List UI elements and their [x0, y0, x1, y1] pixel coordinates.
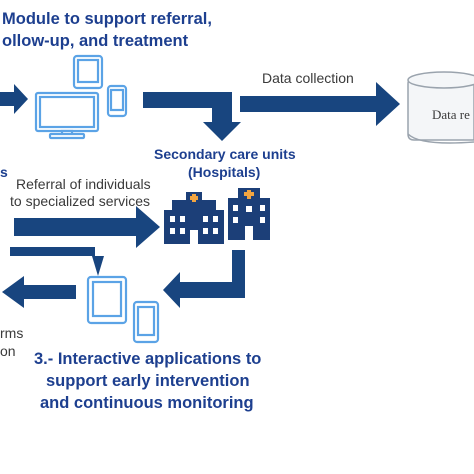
module3-title-line2: support early intervention [46, 372, 250, 390]
left-fragment-rms: rms [0, 325, 24, 341]
desktop-monitor-icon [34, 91, 100, 140]
data-collection-label: Data collection [262, 70, 354, 86]
arrow-elbow-to-hospitals [143, 92, 241, 141]
left-fragment-s: s [0, 164, 8, 180]
arrow-left-output [2, 276, 76, 308]
hospital-icon [164, 192, 224, 244]
database-cylinder-icon [407, 71, 474, 144]
module2-title-line2: ollow-up, and treatment [2, 32, 189, 50]
module3-title-line1: 3.- Interactive applications to [34, 350, 262, 368]
arrow-elbow-to-apps [163, 250, 245, 308]
smartphone-icon [106, 84, 128, 118]
tablet-icon [72, 54, 104, 90]
arrow-referral [14, 206, 160, 248]
arrow-to-apps [10, 247, 104, 276]
database-label: Data re [432, 107, 470, 122]
referral-label-line2: to specialized services [10, 193, 151, 209]
tablet-icon [86, 275, 128, 325]
smartphone-icon [132, 300, 160, 344]
secondary-care-title-line2: (Hospitals) [188, 164, 261, 180]
secondary-care-title-line1: Secondary care units [154, 146, 296, 162]
module2-title-line1: Module to support referral, [2, 10, 212, 28]
referral-label-line1: Referral of individuals [16, 176, 151, 192]
arrow-left-to-devices [0, 84, 28, 114]
arrow-data-collection [240, 82, 400, 126]
module3-title-line3: and continuous monitoring [40, 394, 254, 412]
hospital-icon [228, 188, 270, 240]
left-fragment-on: on [0, 343, 16, 359]
